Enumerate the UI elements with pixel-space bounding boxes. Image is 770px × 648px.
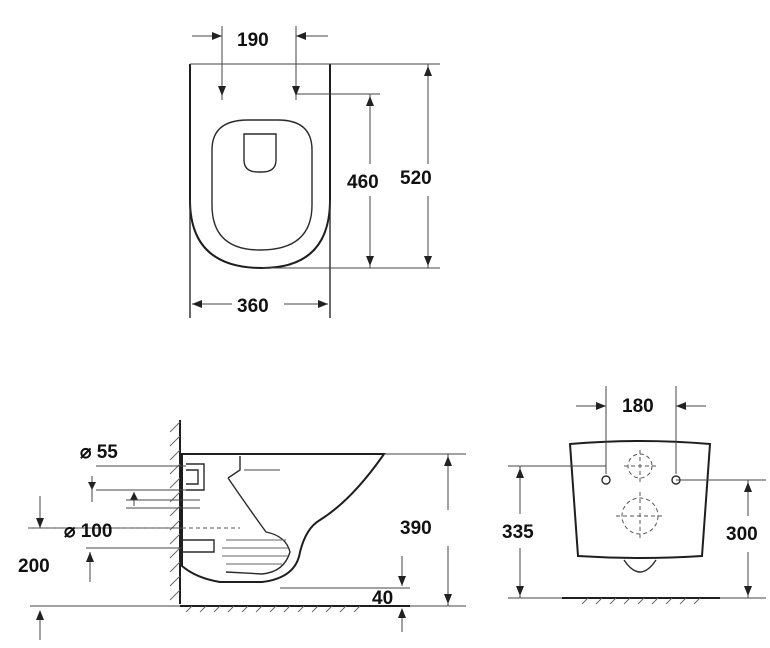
label-inlet-diameter: ⌀ 55 (80, 442, 118, 463)
label-total-width: 360 (237, 296, 269, 317)
top-view-seat-outline (211, 119, 313, 251)
label-base-gap: 40 (372, 588, 393, 609)
label-bolt-height: 300 (726, 524, 758, 545)
label-outlet-height: 200 (18, 556, 50, 577)
label-total-height: 390 (400, 518, 432, 539)
label-outlet-width: 190 (237, 30, 269, 51)
label-seat-length: 460 (347, 172, 379, 193)
top-view-hinge (243, 133, 277, 173)
side-view: ⌀ 55 ⌀ 100 200 390 40 (18, 420, 466, 640)
top-view: 190 460 520 360 (189, 26, 440, 318)
side-view-basin (225, 477, 291, 575)
side-view-inlet (186, 463, 205, 491)
label-bolt-spacing: 180 (622, 396, 654, 417)
top-view-bowl-outline (189, 64, 331, 270)
label-outlet-diameter: ⌀ 100 (64, 521, 112, 542)
label-total-length: 520 (400, 168, 432, 189)
wall-hatching (169, 421, 181, 601)
side-view-bowl-body (181, 453, 386, 583)
rear-view-body (568, 440, 712, 559)
rear-view-bolt-left (601, 475, 611, 485)
rear-view: 180 335 300 (502, 386, 766, 605)
label-inlet-height: 335 (502, 522, 534, 543)
